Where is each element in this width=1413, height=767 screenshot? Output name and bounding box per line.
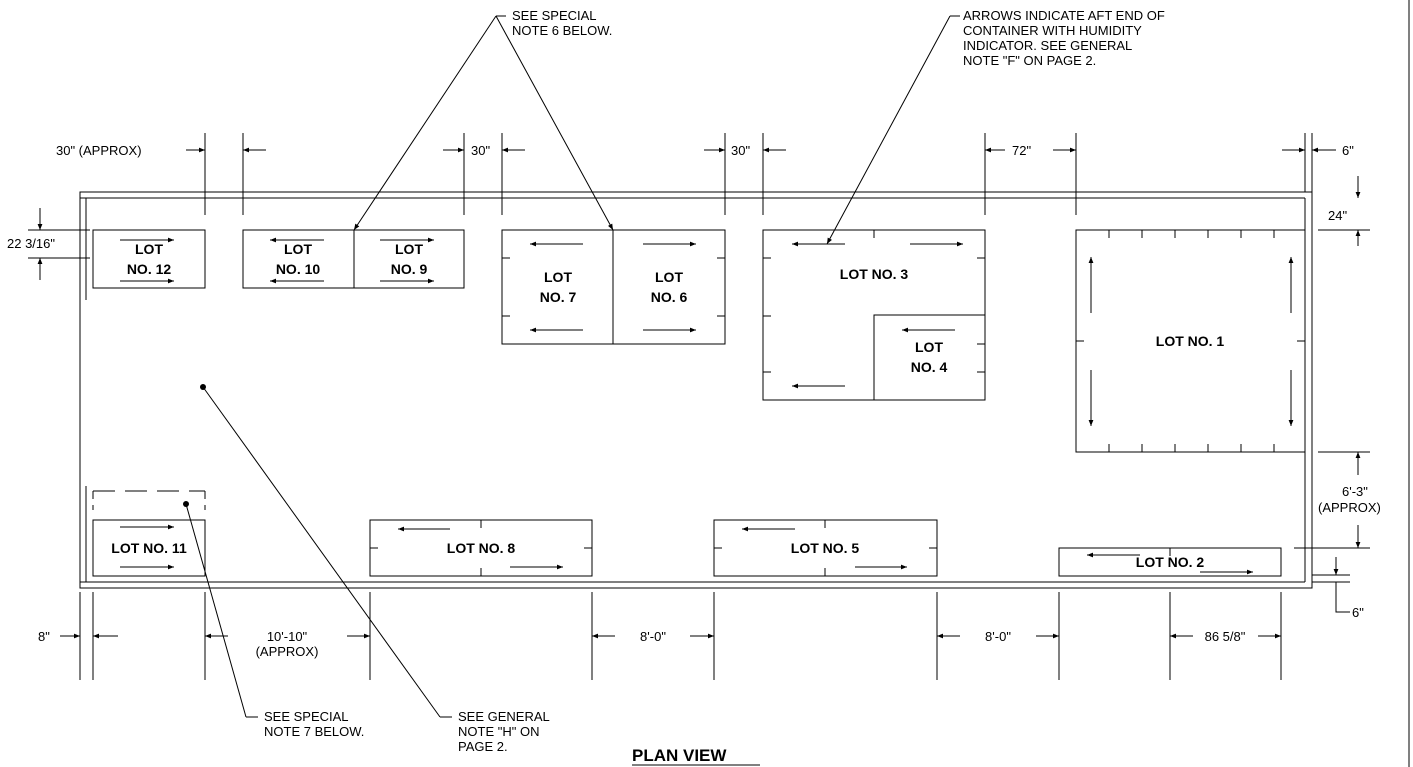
lot-12-label-2: NO. 12 <box>127 261 172 277</box>
dim-bot-80a: 8'-0" <box>640 629 666 644</box>
lot-2-label: LOT NO. 2 <box>1136 554 1205 570</box>
top-dimensions: 30" (APPROX) 30" 30" 72" 6" <box>56 133 1354 215</box>
callout-general-note-h: SEE GENERAL NOTE "H" ON PAGE 2. <box>200 384 550 754</box>
dim-top-72: 72" <box>1012 143 1031 158</box>
container-outline <box>79 191 1313 589</box>
note-arrows-line1: ARROWS INDICATE AFT END OF <box>963 8 1165 23</box>
dim-top-6: 6" <box>1342 143 1354 158</box>
dim-top-approx: 30" (APPROX) <box>56 143 142 158</box>
note-generalH-line3: PAGE 2. <box>458 739 508 754</box>
lot-10-label-1: LOT <box>284 241 312 257</box>
callout-arrows-note: ARROWS INDICATE AFT END OF CONTAINER WIT… <box>826 8 1165 245</box>
bottom-dimensions: 8" 10'-10" (APPROX) 8'-0" 8'-0" 86 5/8" <box>38 592 1282 680</box>
lot-9: LOT NO. 9 <box>353 229 465 289</box>
lot-1-label: LOT NO. 1 <box>1156 333 1225 349</box>
dim-right-6: 6" <box>1352 605 1364 620</box>
lot-12: LOT NO. 12 <box>92 229 206 289</box>
lot-10: LOT NO. 10 <box>242 229 355 289</box>
left-dimension: 22 3/16" <box>7 208 90 280</box>
dim-bot-1010: 10'-10" <box>267 629 308 644</box>
dim-right-63: 6'-3" <box>1342 484 1368 499</box>
note-generalH-line2: NOTE "H" ON <box>458 724 539 739</box>
dim-bot-8: 8" <box>38 629 50 644</box>
note-special6-line1: SEE SPECIAL <box>512 8 597 23</box>
callout-special-note-7: SEE SPECIAL NOTE 7 BELOW. <box>185 503 364 739</box>
lot-8: LOT NO. 8 <box>369 519 593 577</box>
note-special7-line1: SEE SPECIAL <box>264 709 349 724</box>
dim-bot-80b: 8'-0" <box>985 629 1011 644</box>
lot-9-label-1: LOT <box>395 241 423 257</box>
dim-right-24: 24" <box>1328 208 1347 223</box>
lot-1: LOT NO. 1 <box>1075 229 1306 453</box>
note-arrows-line2: CONTAINER WITH HUMIDITY <box>963 23 1142 38</box>
lot-12-label-1: LOT <box>135 241 163 257</box>
lot-6-label-1: LOT <box>655 269 683 285</box>
lot-6-label-2: NO. 6 <box>651 289 688 305</box>
lot-7: LOT NO. 7 <box>501 229 614 345</box>
note-arrows-line4: NOTE "F" ON PAGE 2. <box>963 53 1096 68</box>
note-special6-line2: NOTE 6 BELOW. <box>512 23 612 38</box>
lot-5: LOT NO. 5 <box>713 519 938 577</box>
lot-8-label: LOT NO. 8 <box>447 540 516 556</box>
note-generalH-line1: SEE GENERAL <box>458 709 550 724</box>
lot-7-label-1: LOT <box>544 269 572 285</box>
dim-top-30b: 30" <box>731 143 750 158</box>
lot-7-label-2: NO. 7 <box>540 289 577 305</box>
lot-11-label: LOT NO. 11 <box>111 540 187 556</box>
right-dimensions: 24" 6'-3" (APPROX) 6" <box>1294 176 1381 620</box>
plan-view-title: PLAN VIEW <box>632 746 760 766</box>
dim-right-approx: (APPROX) <box>1318 500 1381 515</box>
dim-top-30a: 30" <box>471 143 490 158</box>
lot-4-label-2: NO. 4 <box>911 359 948 375</box>
note-special7-line2: NOTE 7 BELOW. <box>264 724 364 739</box>
dim-left-22: 22 3/16" <box>7 236 55 251</box>
lot-5-label: LOT NO. 5 <box>791 540 860 556</box>
lot-3-label: LOT NO. 3 <box>840 266 909 282</box>
dim-bot-86: 86 5/8" <box>1205 629 1246 644</box>
lot-4: LOT NO. 4 <box>873 314 986 401</box>
lot-6: LOT NO. 6 <box>612 229 726 345</box>
dim-bot-approx: (APPROX) <box>256 644 319 659</box>
note-arrows-line3: INDICATOR. SEE GENERAL <box>963 38 1132 53</box>
lot-9-label-2: NO. 9 <box>391 261 428 277</box>
page-title: PLAN VIEW <box>632 746 727 765</box>
lot-2: LOT NO. 2 <box>1058 547 1282 577</box>
lot-4-label-1: LOT <box>915 339 943 355</box>
lot-10-label-2: NO. 10 <box>276 261 321 277</box>
lot-11: LOT NO. 11 <box>92 490 206 577</box>
callout-special-note-6: SEE SPECIAL NOTE 6 BELOW. <box>353 8 614 231</box>
